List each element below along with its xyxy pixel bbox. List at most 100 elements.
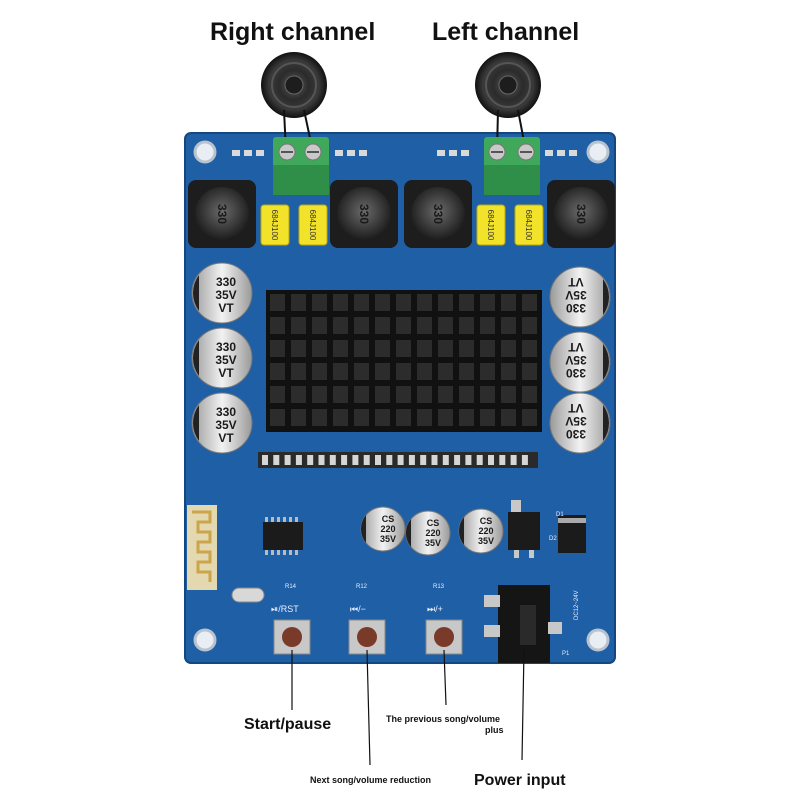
- heatsink-fin: [375, 363, 390, 380]
- film-cap-marking: 684J100: [486, 210, 495, 241]
- svg-text:35V: 35V: [215, 418, 236, 432]
- header-pin: [307, 455, 314, 465]
- next-volume-reduction-label: Next song/volume reduction: [310, 775, 432, 785]
- left-channel-label: Left channel: [432, 18, 580, 46]
- heatsink-fin: [480, 386, 495, 403]
- svg-text:330: 330: [566, 301, 586, 315]
- crystal-oscillator: [231, 587, 265, 603]
- heatsink-fin: [270, 386, 285, 403]
- heatsink-fin: [459, 340, 474, 357]
- heatsink-fin: [459, 363, 474, 380]
- heatsink-fin: [270, 340, 285, 357]
- heatsink-fin: [354, 294, 369, 311]
- heatsink-fin: [417, 363, 432, 380]
- header-pin: [363, 455, 370, 465]
- heatsink-fin: [375, 340, 390, 357]
- svg-text:220: 220: [380, 524, 395, 534]
- film-cap-marking: 684J100: [524, 210, 533, 241]
- film-cap-marking: 684J100: [270, 210, 279, 241]
- start-pause-button: [273, 619, 311, 655]
- heatsink-fin: [501, 409, 516, 426]
- left-terminal-block: [484, 137, 540, 195]
- heatsink-fin: [459, 294, 474, 311]
- film-cap-marking: 684J100: [308, 210, 317, 241]
- heatsink-fin: [333, 363, 348, 380]
- film-capacitors: 684J100 684J100 684J100 684J100: [260, 204, 544, 246]
- heatsink-fin: [354, 317, 369, 334]
- inductor-marking: 330: [431, 204, 445, 224]
- diode: [558, 515, 586, 553]
- heatsink-fin: [333, 386, 348, 403]
- svg-text:R14: R14: [285, 584, 297, 590]
- next-volume-down-button: [348, 619, 386, 655]
- heatsink-fin: [270, 409, 285, 426]
- svg-text:CS: CS: [382, 514, 395, 524]
- svg-text:35V: 35V: [215, 288, 236, 302]
- right-terminal-block: [273, 137, 329, 195]
- heatsink-fin: [522, 386, 537, 403]
- prev-button-silk: ⏮/−: [350, 604, 366, 614]
- header-pin: [420, 455, 427, 465]
- heatsink-fin: [312, 340, 327, 357]
- svg-text:35V: 35V: [425, 538, 441, 548]
- heatsink-fin: [375, 294, 390, 311]
- heatsink-fin: [501, 340, 516, 357]
- svg-text:VT: VT: [568, 401, 584, 415]
- header-pin: [284, 455, 291, 465]
- svg-text:35V: 35V: [565, 353, 586, 367]
- header-pin: [465, 455, 472, 465]
- voltage-regulator: [508, 500, 540, 558]
- small-electrolytic-capacitors: CS 220 35V CS 220 35V CS 220 35V: [360, 506, 504, 556]
- electrolytic-capacitors-right: 330 35V VT 330 35V VT 330 35V VT: [549, 266, 611, 454]
- heatsink-fin: [375, 409, 390, 426]
- header-pin: [295, 455, 302, 465]
- svg-text:VT: VT: [218, 431, 234, 445]
- header-pin: [352, 455, 359, 465]
- heatsink-fin: [396, 386, 411, 403]
- svg-text:35V: 35V: [380, 534, 396, 544]
- svg-text:35V: 35V: [478, 536, 494, 546]
- right-channel-label: Right channel: [210, 18, 376, 46]
- heatsink-fin: [480, 340, 495, 357]
- svg-text:35V: 35V: [565, 414, 586, 428]
- header-pin: [510, 455, 517, 465]
- header-pin: [386, 455, 393, 465]
- heatsink-fin: [396, 363, 411, 380]
- dc-power-jack: [484, 585, 562, 663]
- callout-lines: [291, 649, 525, 766]
- heatsink-fin: [417, 294, 432, 311]
- heatsink-fin: [312, 409, 327, 426]
- heatsink-fin: [375, 386, 390, 403]
- heatsink-fin: [501, 386, 516, 403]
- svg-text:R13: R13: [433, 584, 445, 590]
- power-input-label: Power input: [474, 772, 566, 789]
- heatsink-fin: [312, 294, 327, 311]
- heatsink-fin: [438, 409, 453, 426]
- header-pin: [431, 455, 438, 465]
- heatsink-fin: [438, 340, 453, 357]
- heatsink-fin: [396, 409, 411, 426]
- heatsink-fin: [396, 317, 411, 334]
- svg-text:VT: VT: [568, 340, 584, 354]
- heatsink-fin: [522, 409, 537, 426]
- svg-text:D2: D2: [549, 536, 557, 542]
- header-pin: [375, 455, 381, 465]
- mounting-holes: [193, 140, 610, 652]
- svg-text:330: 330: [566, 427, 586, 441]
- bluetooth-chip: [263, 517, 303, 555]
- heatsink-fin: [291, 317, 306, 334]
- heatsink-fin: [354, 340, 369, 357]
- svg-text:P1: P1: [562, 651, 570, 657]
- header-pin: [454, 455, 461, 465]
- heatsink-fin: [396, 340, 411, 357]
- heatsink-fin: [417, 409, 432, 426]
- heatsink-fin: [459, 386, 474, 403]
- heatsink-fin: [417, 386, 432, 403]
- svg-text:220: 220: [478, 526, 493, 536]
- heatsink-fin: [333, 294, 348, 311]
- heatsink-fin: [354, 363, 369, 380]
- heatsink-fin: [291, 340, 306, 357]
- heatsink-fin: [438, 294, 453, 311]
- svg-text:330: 330: [216, 275, 236, 289]
- heatsink-fin: [459, 317, 474, 334]
